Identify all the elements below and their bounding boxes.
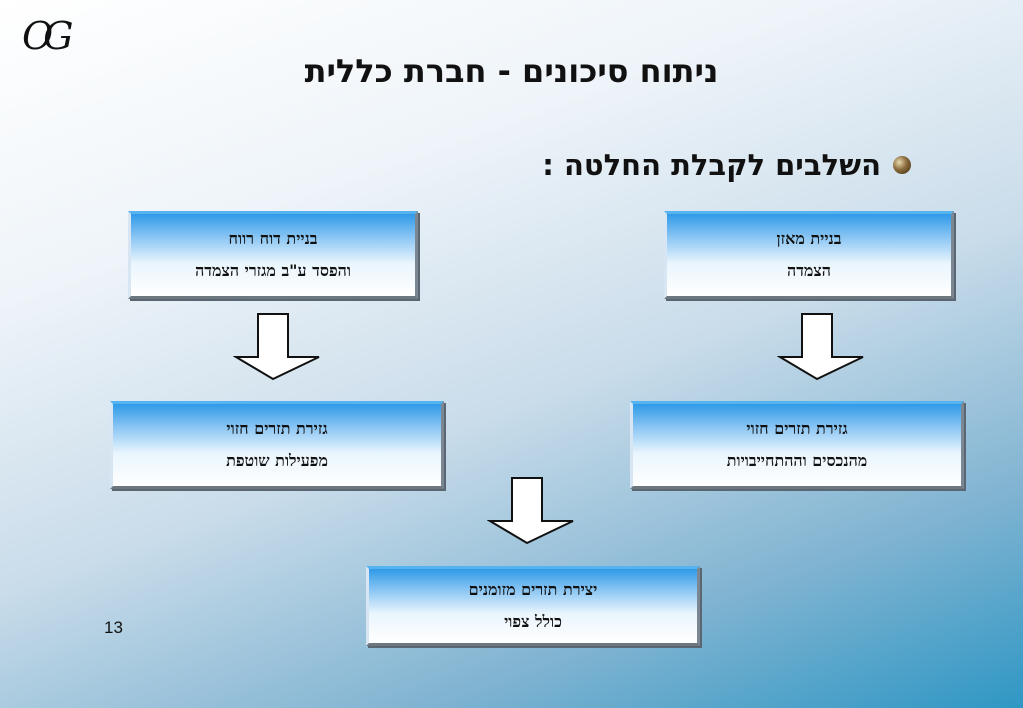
box-line: יצירת תזרים מזומנים	[468, 580, 598, 599]
box-cashflow-operations: גזירת תזרים חזוי מפעילות שוטפת	[110, 401, 444, 489]
subtitle-row: השלבים לקבלת החלטה :	[542, 148, 911, 182]
box-cashflow-assets: גזירת תזרים חזוי מהנכסים וההתחייבויות	[630, 401, 964, 489]
box-line: מהנכסים וההתחייבויות	[726, 451, 868, 470]
box-line: הצמדה	[787, 261, 831, 280]
box-line: מפעילות שוטפת	[226, 451, 328, 470]
page-number: 13	[104, 618, 123, 637]
box-line: גזירת תזרים חזוי	[226, 419, 328, 438]
down-arrow-icon	[777, 313, 864, 381]
box-line: גזירת תזרים חזוי	[746, 419, 848, 438]
box-line: והפסד ע"ב מגזרי הצמדה	[195, 261, 351, 280]
box-line: בניית דוח רווח	[228, 229, 318, 248]
box-line: בניית מאזן	[776, 229, 842, 248]
box-cash-flow-creation: יצירת תזרים מזומנים כולל צפוי	[366, 566, 700, 646]
box-build-balance: בניית מאזן הצמדה	[664, 211, 954, 299]
bullet-icon	[893, 156, 911, 174]
down-arrow-icon	[233, 313, 320, 381]
box-build-pnl: בניית דוח רווח והפסד ע"ב מגזרי הצמדה	[128, 211, 418, 299]
subtitle: השלבים לקבלת החלטה :	[542, 148, 881, 182]
down-arrow-icon	[487, 477, 574, 545]
slide-title: ניתוח סיכונים - חברת כללית	[304, 52, 719, 90]
box-line: כולל צפוי	[504, 612, 562, 631]
